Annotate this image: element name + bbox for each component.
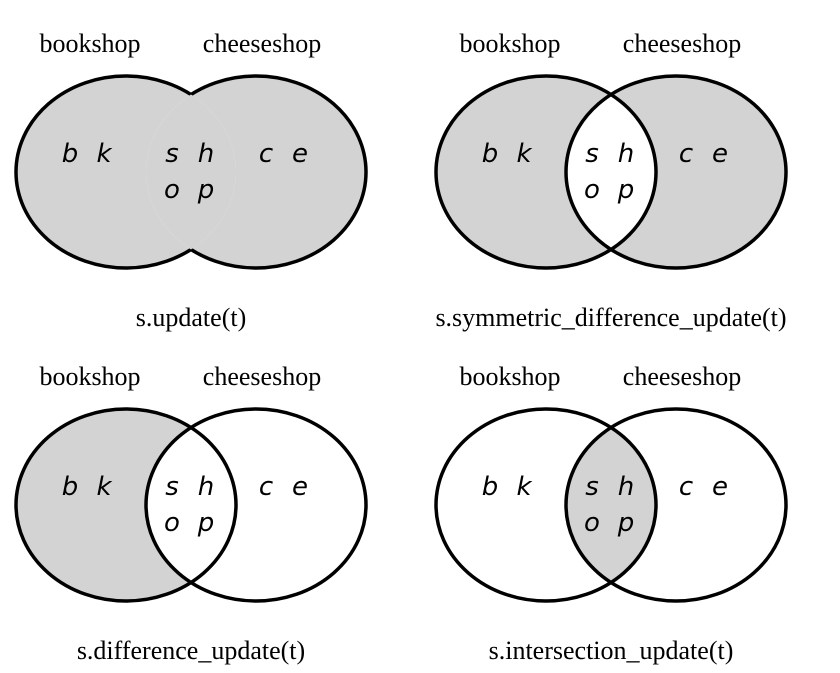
set-element-p: p [617, 175, 635, 205]
set-element-s: s [585, 472, 599, 502]
cheeseshop-label: cheeseshop [623, 29, 741, 58]
cheeseshop-label: cheeseshop [203, 362, 321, 391]
set-element-p: p [617, 508, 635, 538]
region-intersection [146, 409, 236, 601]
set-element-o: o [164, 508, 180, 538]
set-element-o: o [164, 175, 180, 205]
cheeseshop-set-outline [564, 407, 788, 603]
set-element-b: b [482, 472, 499, 502]
operation-caption: s.difference_update(t) [77, 636, 305, 665]
set-element-e: e [712, 472, 728, 502]
operation-caption: s.update(t) [136, 303, 246, 332]
bookshop-label: bookshop [39, 29, 140, 58]
cheeseshop-set-outline [144, 407, 368, 603]
bookshop-label: bookshop [39, 362, 140, 391]
set-element-k: k [516, 139, 532, 169]
set-element-c: c [259, 472, 273, 502]
set-element-c: c [679, 472, 693, 502]
set-element-h: h [618, 472, 634, 502]
bookshop-set-outline [434, 74, 658, 270]
bookshop-label: bookshop [459, 362, 560, 391]
cheeseshop-label: cheeseshop [203, 29, 321, 58]
set-element-s: s [165, 139, 179, 169]
set-element-b: b [62, 139, 79, 169]
set-element-c: c [259, 139, 273, 169]
set-element-e: e [292, 472, 308, 502]
region-intersection [566, 76, 656, 268]
set-element-h: h [618, 139, 634, 169]
set-element-o: o [584, 508, 600, 538]
set-element-h: h [198, 139, 214, 169]
set-element-e: e [292, 139, 308, 169]
cheeseshop-label: cheeseshop [623, 362, 741, 391]
region-intersection [146, 76, 236, 268]
set-element-o: o [584, 175, 600, 205]
set-element-p: p [197, 508, 215, 538]
set-element-s: s [165, 472, 179, 502]
set-element-e: e [712, 139, 728, 169]
set-element-k: k [96, 139, 112, 169]
bookshop-set-outline [434, 407, 658, 603]
set-element-b: b [482, 139, 499, 169]
region-intersection [566, 409, 656, 601]
set-element-k: k [96, 472, 112, 502]
set-element-c: c [679, 139, 693, 169]
set-element-b: b [62, 472, 79, 502]
set-element-p: p [197, 175, 215, 205]
operation-caption: s.symmetric_difference_update(t) [435, 303, 786, 332]
set-element-h: h [198, 472, 214, 502]
union-outline [14, 74, 368, 270]
operation-caption: s.intersection_update(t) [489, 636, 734, 665]
set-element-k: k [516, 472, 532, 502]
bookshop-label: bookshop [459, 29, 560, 58]
cheeseshop-set-outline [564, 74, 788, 270]
set-element-s: s [585, 139, 599, 169]
bookshop-set-outline [14, 407, 238, 603]
